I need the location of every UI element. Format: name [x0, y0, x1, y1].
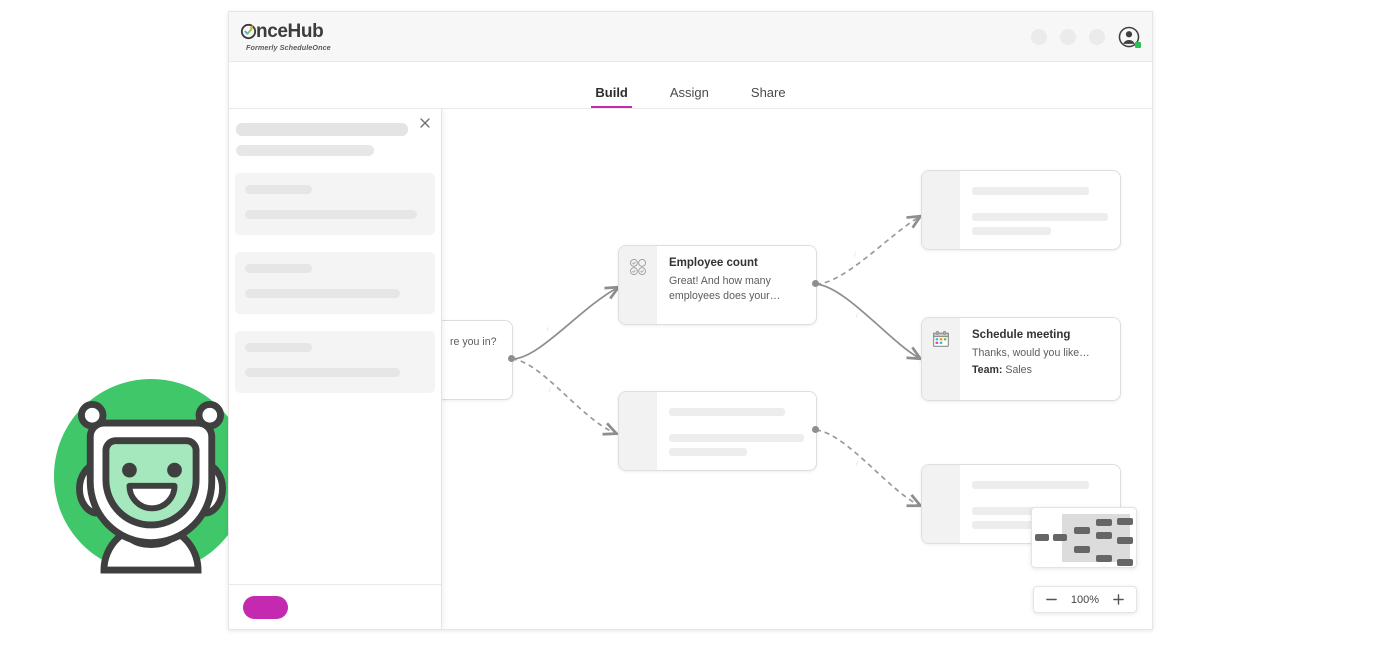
- node-meta-label: Team:: [972, 363, 1003, 376]
- edge-label: …: [852, 459, 860, 467]
- minimap-node: [1117, 537, 1133, 544]
- skeleton-title: [236, 123, 408, 136]
- skeleton-bar: [245, 368, 400, 377]
- skeleton-bar: [972, 187, 1089, 195]
- tab-assign[interactable]: Assign: [669, 85, 709, 100]
- node-skeleton-top[interactable]: [921, 170, 1121, 250]
- main-tabs: Build Assign Share: [229, 62, 1152, 109]
- minimap-node: [1035, 534, 1049, 541]
- side-panel: [229, 109, 442, 629]
- placeholder-icon: [922, 171, 960, 249]
- skeleton-card[interactable]: [235, 173, 435, 235]
- canvas-minimap[interactable]: [1031, 507, 1137, 568]
- skeleton-bar: [245, 185, 312, 194]
- skeleton-bar: [245, 343, 312, 352]
- minimap-node: [1117, 559, 1133, 566]
- flow-edges: … … … … …: [511, 109, 1152, 630]
- skeleton-bar: [972, 227, 1051, 235]
- minimap-node: [1096, 555, 1112, 562]
- skeleton-bar: [245, 289, 400, 298]
- edge-label: …: [850, 250, 858, 258]
- skeleton-bar: [245, 210, 417, 219]
- minimap-node: [1096, 532, 1112, 539]
- primary-action-button[interactable]: [243, 596, 288, 619]
- header-placeholder-dot[interactable]: [1031, 28, 1047, 45]
- side-panel-content: [229, 109, 441, 584]
- skeleton-bar: [669, 434, 804, 442]
- node-output-port[interactable]: [812, 426, 819, 433]
- node-desc: Thanks, would you like…: [972, 347, 1090, 359]
- skeleton-bar: [245, 264, 312, 273]
- node-desc: Great! And how many employees does your…: [669, 275, 781, 302]
- placeholder-icon: [619, 392, 657, 470]
- node-schedule-meeting[interactable]: Schedule meeting Thanks, would you like……: [921, 317, 1121, 401]
- node-desc: re you in?: [450, 336, 497, 348]
- logo-wordmark: nceHub: [256, 20, 324, 42]
- check-circle-icon: [240, 23, 257, 40]
- skeleton-bar: [669, 408, 786, 416]
- node-skeleton-middle[interactable]: [618, 391, 817, 471]
- chatbot-mascot: [53, 378, 249, 574]
- header-placeholder-dot[interactable]: [1060, 28, 1076, 45]
- header-actions: [1031, 12, 1141, 61]
- placeholder-icon: [922, 465, 960, 543]
- edge-label: …: [852, 311, 860, 319]
- node-title: Schedule meeting: [972, 329, 1071, 341]
- minimap-node: [1096, 519, 1112, 526]
- minus-icon[interactable]: [1045, 593, 1058, 606]
- node-output-port[interactable]: [812, 280, 819, 287]
- status-badge: [1135, 41, 1141, 48]
- node-title: Employee count: [669, 257, 758, 269]
- skeleton-card[interactable]: [235, 252, 435, 314]
- zoom-level: 100%: [1070, 593, 1100, 606]
- tab-share[interactable]: Share: [750, 85, 786, 100]
- skeleton-bar: [972, 481, 1089, 489]
- app-window: nceHub Formerly ScheduleOnce Build Assig…: [228, 11, 1153, 630]
- skeleton-bar: [669, 448, 748, 456]
- header-placeholder-dot[interactable]: [1089, 28, 1105, 45]
- node-meta-value: Sales: [1005, 363, 1032, 376]
- node-employee-count[interactable]: Employee count Great! And how many emplo…: [618, 245, 817, 325]
- calendar-icon: [922, 318, 960, 400]
- zoom-control: 100%: [1033, 586, 1137, 613]
- minimap-node: [1053, 534, 1067, 541]
- logo-tagline: Formerly ScheduleOnce: [246, 43, 331, 52]
- app-header: nceHub Formerly ScheduleOnce: [229, 12, 1152, 62]
- multiple-choice-icon: [619, 246, 657, 324]
- node-output-port[interactable]: [508, 355, 515, 362]
- app-logo[interactable]: nceHub Formerly ScheduleOnce: [240, 20, 331, 52]
- skeleton-subtitle: [236, 145, 374, 156]
- app-body: … … … … … re you in?: [229, 109, 1152, 630]
- skeleton-bar: [972, 213, 1108, 221]
- minimap-node: [1117, 518, 1133, 525]
- edge-label: …: [545, 385, 553, 393]
- minimap-node: [1074, 546, 1090, 553]
- minimap-node: [1074, 527, 1090, 534]
- close-icon[interactable]: [418, 116, 432, 130]
- user-avatar-icon[interactable]: [1118, 26, 1141, 48]
- edge-label: …: [543, 324, 551, 332]
- skeleton-card[interactable]: [235, 331, 435, 393]
- node-meta: Team: Sales: [972, 363, 1108, 378]
- plus-icon[interactable]: [1112, 593, 1125, 606]
- skeleton-bar: [972, 521, 1051, 529]
- side-panel-footer: [229, 584, 441, 629]
- tab-build[interactable]: Build: [574, 86, 649, 108]
- node-skeleton-bottom[interactable]: [921, 464, 1121, 544]
